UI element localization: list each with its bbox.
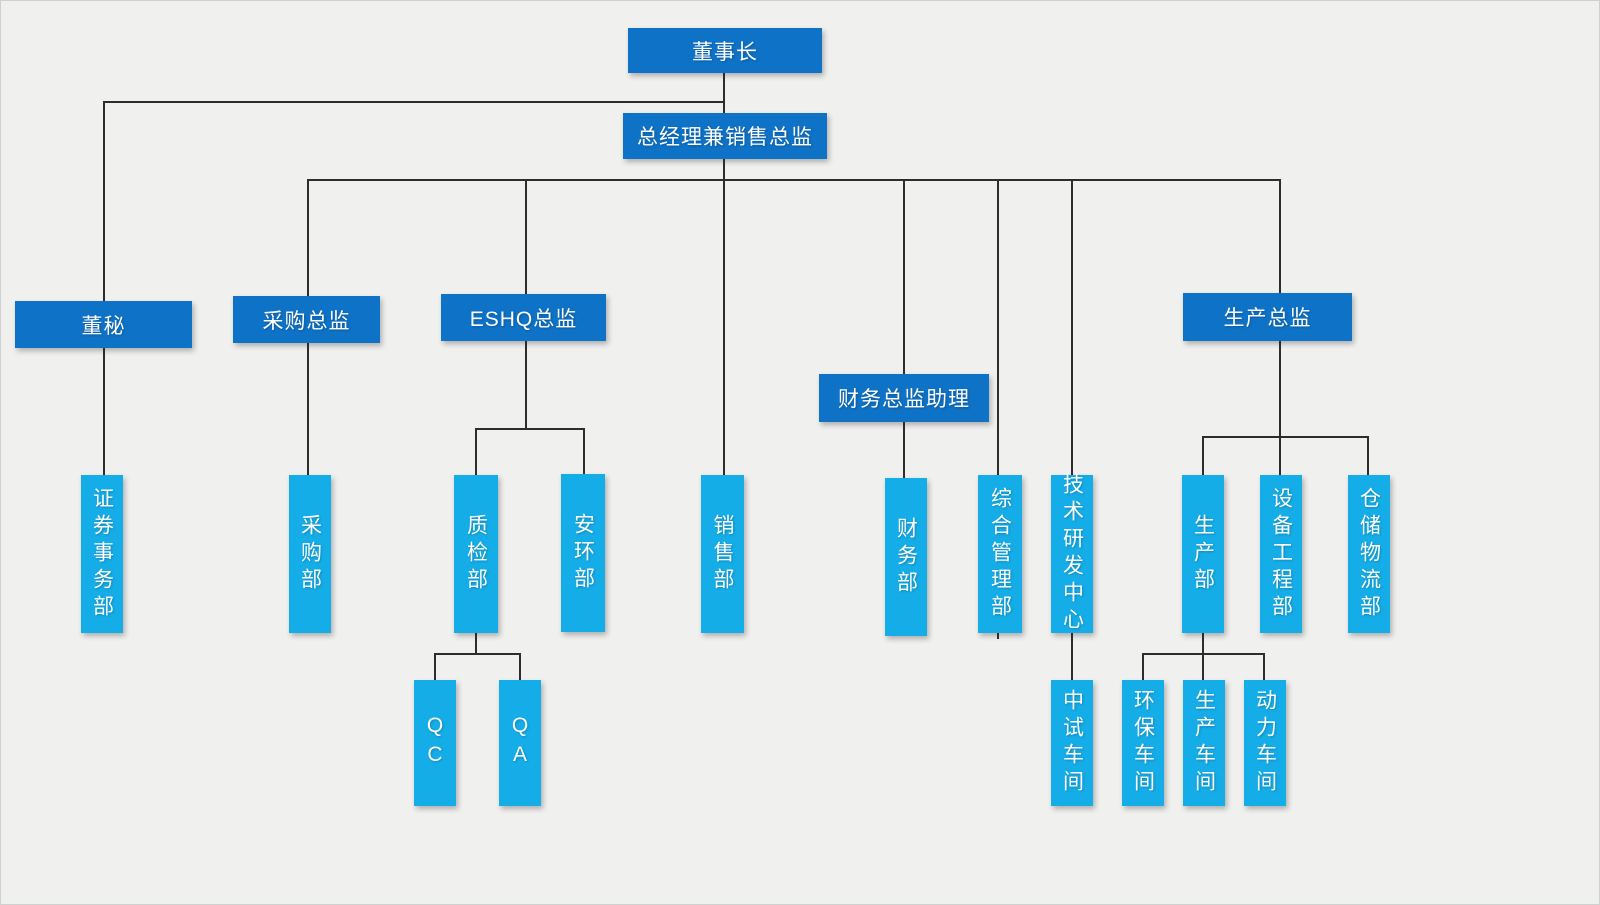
connector-line (1071, 179, 1073, 477)
org-node-finance-dept: 财务部 (885, 478, 927, 636)
org-node-label: QC (423, 714, 447, 772)
org-node-label: 动力车间 (1253, 689, 1277, 797)
org-node-label: 销售部 (711, 513, 734, 595)
connector-line (1263, 653, 1265, 681)
connector-line (307, 179, 1281, 181)
org-node-label: 采购部 (298, 513, 322, 595)
org-node-label: 中试车间 (1060, 689, 1084, 797)
connector-line (1142, 653, 1144, 681)
org-node-label: 技术研发中心 (1060, 473, 1084, 635)
org-node-pilot-workshop: 中试车间 (1051, 680, 1093, 806)
org-node-power-workshop: 动力车间 (1244, 680, 1286, 806)
org-node-label: 仓储物流部 (1357, 486, 1381, 622)
org-node-label: 董事长 (692, 40, 758, 64)
org-node-label: 环保车间 (1131, 689, 1155, 797)
connector-line (525, 341, 527, 429)
org-node-finance-director-assistant: 财务总监助理 (819, 374, 989, 422)
org-node-label: 财务部 (894, 516, 918, 598)
connector-line (525, 179, 527, 296)
org-node-label: 设备工程部 (1269, 486, 1293, 622)
connector-line (1202, 633, 1204, 681)
org-node-general-management-dept: 综合管理部 (978, 475, 1022, 633)
connector-line (103, 101, 725, 103)
org-node-procurement-dept: 采购部 (289, 475, 331, 633)
connector-line (903, 179, 905, 480)
connector-line (475, 428, 477, 476)
org-node-general-manager-sales-director: 总经理兼销售总监 (623, 113, 827, 159)
org-node-label: 生产车间 (1192, 689, 1216, 797)
org-node-securities-affairs-dept: 证券事务部 (81, 475, 123, 633)
connector-line (519, 653, 521, 681)
org-node-label: 生产部 (1191, 513, 1215, 595)
connector-line (1142, 653, 1265, 655)
connector-line (583, 428, 585, 476)
org-node-qa: QA (499, 680, 541, 806)
org-node-production-dept: 生产部 (1182, 475, 1224, 633)
org-node-production-director: 生产总监 (1183, 293, 1352, 341)
connector-line (997, 179, 999, 639)
org-node-label: 董秘 (81, 314, 126, 338)
org-node-production-workshop: 生产车间 (1183, 680, 1225, 806)
org-node-label: 综合管理部 (988, 486, 1012, 622)
org-node-label: 生产总监 (1223, 307, 1312, 330)
org-node-label: 总经理兼销售总监 (637, 126, 813, 149)
connector-line (1367, 436, 1369, 476)
connector-line (434, 653, 521, 655)
org-node-environmental-workshop: 环保车间 (1122, 680, 1164, 806)
org-node-eshq-director: ESHQ总监 (441, 294, 606, 341)
org-node-label: 采购总监 (262, 309, 351, 333)
org-node-qc: QC (414, 680, 456, 806)
connector-line (1202, 436, 1204, 476)
org-node-procurement-director: 采购总监 (233, 296, 380, 343)
org-node-chairman: 董事长 (628, 28, 822, 73)
org-node-warehouse-logistics-dept: 仓储物流部 (1348, 475, 1390, 633)
org-node-label: 质检部 (464, 513, 488, 595)
org-node-equipment-engineering-dept: 设备工程部 (1260, 475, 1302, 633)
connector-line (475, 428, 585, 430)
org-node-tech-rd-center: 技术研发中心 (1051, 473, 1093, 635)
org-node-sales-dept: 销售部 (701, 475, 744, 633)
org-node-label: 财务总监助理 (838, 388, 970, 411)
org-node-label: ESHQ总监 (469, 307, 578, 331)
org-node-board-secretary: 董秘 (15, 301, 192, 348)
connector-line (723, 159, 725, 477)
org-node-label: 安环部 (571, 512, 595, 594)
connector-line (103, 101, 105, 477)
org-node-label: 证券事务部 (90, 486, 114, 622)
connector-line (723, 73, 725, 115)
connector-line (1202, 436, 1369, 438)
org-node-quality-inspection-dept: 质检部 (454, 475, 498, 633)
connector-line (434, 653, 436, 681)
connector-line (1071, 633, 1073, 681)
connector-line (475, 633, 477, 654)
org-node-label: QA (508, 714, 532, 772)
org-node-safety-environment-dept: 安环部 (561, 474, 605, 632)
